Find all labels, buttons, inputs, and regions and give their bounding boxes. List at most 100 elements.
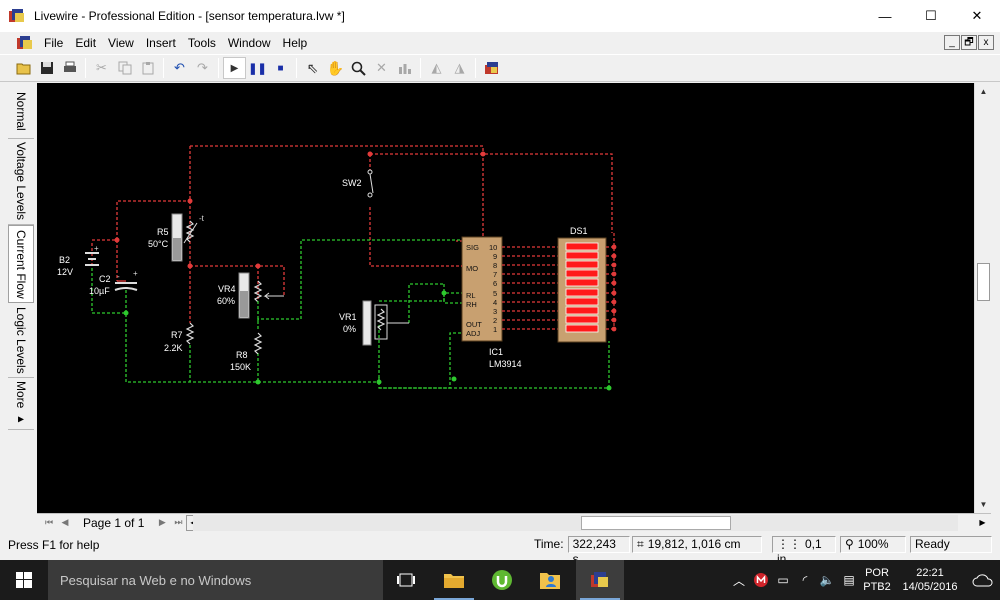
tab-voltage-levels[interactable]: Voltage Levels [8,139,34,225]
print-button[interactable] [58,57,81,79]
tab-more[interactable]: More ▸ [8,378,34,430]
thermistor-r5[interactable]: -t R5 50°C [148,213,205,262]
tab-logic-levels-label: Logic Levels [14,306,28,374]
doc-close-button[interactable]: x [978,35,994,50]
resistor-r8[interactable]: R8 150K [230,301,263,372]
gallery-button[interactable] [480,57,503,79]
magnifier-icon [351,61,366,76]
menu-help[interactable]: Help [282,36,308,50]
c2-plus: + [133,269,138,278]
taskbar-clock[interactable]: 22:21 14/05/2016 [894,566,966,594]
menu-tools[interactable]: Tools [187,36,216,50]
circuit-schematic[interactable]: B2 12V + C2 10µF + - -t R5 50°C [37,83,974,513]
sim-time-field: Time: 322,243 s [534,536,630,566]
taskbar-livewire[interactable] [576,560,624,600]
select-tool-button[interactable]: ⇖ [301,57,324,79]
lang-code: POR [865,567,889,579]
document-icon[interactable] [16,35,34,51]
led-bargraph-ds1[interactable]: DS1 [557,226,617,343]
r5-thermistor-mark: -t [199,214,205,223]
copy-button[interactable] [113,57,136,79]
scroll-down-button[interactable]: ▼ [975,496,992,513]
input-language-button[interactable]: POR PTB2 [860,566,894,594]
volume-tray-button[interactable]: 🔈 [816,560,838,600]
ds1-label: DS1 [570,226,588,236]
close-button[interactable]: ✕ [954,0,1000,32]
mcafee-tray-button[interactable] [750,560,772,600]
menu-edit[interactable]: Edit [75,36,97,50]
ic1-pin-5: 5 [493,289,497,298]
ic1-lm3914[interactable]: SIG MO RL RH OUT ADJ 10 9 8 7 6 5 4 3 2 … [461,236,522,369]
menu-file[interactable]: File [44,36,64,50]
livewire-taskbar-icon [591,572,608,587]
doc-restore-button[interactable]: 🗗 [961,35,977,50]
zoom-tool-button[interactable] [347,57,370,79]
scroll-up-button[interactable]: ▲ [975,83,992,100]
notifications-tray-button[interactable]: ▤ [838,560,860,600]
status-bar: Press F1 for help Time: 322,243 s ⌗19,81… [0,534,1000,566]
battery-b2[interactable]: B2 12V + [57,239,117,277]
tab-normal[interactable]: Normal [8,84,34,139]
search-placeholder: Pesquisar na Web e no Windows [60,572,252,588]
delete-tool-button[interactable]: ✕ [370,57,393,79]
prev-page-button[interactable]: ◀ [61,517,69,527]
flip-horizontal-button[interactable]: ◭ [425,57,448,79]
close-icon: ✕ [971,8,983,23]
resistor-r7[interactable]: R7 2.2K [164,266,195,353]
cut-button[interactable]: ✂ [90,57,113,79]
save-button[interactable] [35,57,58,79]
first-page-button[interactable]: ⏮ [44,517,54,527]
flip-vertical-button[interactable]: ◮ [448,57,471,79]
schematic-canvas[interactable]: B2 12V + C2 10µF + - -t R5 50°C [37,83,974,513]
battery-tray-button[interactable]: ▭ [772,560,794,600]
play-button[interactable]: ▶ [223,57,246,79]
task-view-button[interactable] [382,560,430,600]
wifi-icon: ◜ [802,573,808,587]
bar-tool-button[interactable] [393,57,416,79]
minimize-button[interactable]: — [862,0,908,32]
sw2-label: SW2 [342,178,362,188]
taskbar-user-files[interactable] [526,560,574,600]
doc-minimize-button[interactable]: _ [944,35,960,50]
switch-sw2[interactable]: SW2 [342,169,374,198]
toolbar-separator [218,58,219,78]
open-button[interactable] [12,57,35,79]
paste-button[interactable] [136,57,159,79]
potentiometer-vr4[interactable]: VR4 60% [217,272,284,319]
maximize-button[interactable]: ☐ [908,0,954,32]
pause-button[interactable]: ❚❚ [246,57,269,79]
scroll-right-button[interactable]: ▶ [974,514,991,531]
start-button[interactable] [0,560,48,600]
show-hidden-icons-button[interactable]: ︿ [728,560,750,600]
network-tray-button[interactable]: ◜ [794,560,816,600]
horizontal-scroll-track[interactable] [193,515,958,531]
taskbar-file-explorer[interactable] [430,560,478,600]
vertical-scrollbar[interactable]: ▲ ▼ [974,83,991,513]
vertical-scroll-thumb[interactable] [977,263,990,301]
ic1-part: LM3914 [489,359,522,369]
capacitor-c2[interactable]: C2 10µF + - [89,240,138,296]
battery-icon: ▭ [777,573,789,587]
ic1-pin-4: 4 [493,298,497,307]
ic1-pin-8: 8 [493,261,497,270]
tab-logic-levels[interactable]: Logic Levels [8,303,34,378]
stop-button[interactable]: ■ [269,57,292,79]
ic1-pin-3: 3 [493,307,497,316]
component-gallery-icon [484,62,498,74]
horizontal-scroll-thumb[interactable] [581,516,731,530]
weather-tray-button[interactable] [966,560,1000,600]
potentiometer-vr1[interactable]: VR1 0% [339,300,409,346]
menu-view[interactable]: View [108,36,134,50]
tab-current-flow[interactable]: Current Flow [8,225,34,303]
menu-insert[interactable]: Insert [145,36,176,50]
menu-window[interactable]: Window [227,36,271,50]
last-page-button[interactable]: ⏭ [174,517,183,527]
folder-icon [444,574,464,588]
undo-button[interactable]: ↶ [168,57,191,79]
pan-tool-button[interactable]: ✋ [324,57,347,79]
redo-button[interactable]: ↷ [191,57,214,79]
taskbar-search[interactable]: Pesquisar na Web e no Windows [48,560,383,600]
flip-vertical-icon: ◮ [454,60,465,75]
next-page-button[interactable]: ▶ [158,517,166,527]
taskbar-utorrent[interactable] [478,560,526,600]
